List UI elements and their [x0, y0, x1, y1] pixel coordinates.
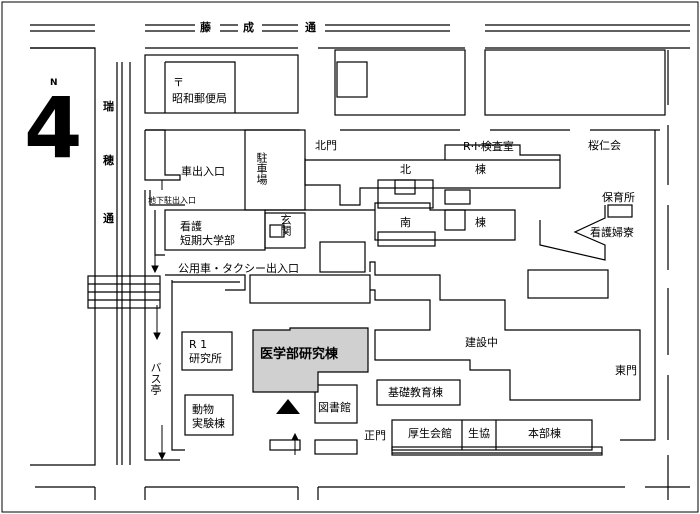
r1-lab-line-2: 研究所 [189, 352, 222, 365]
nurse-dorm-bldg [539, 205, 606, 261]
animal-lab-line-2: 実験棟 [192, 417, 225, 430]
post-office-mark: 〒 [173, 76, 184, 89]
north-wing-char-1: 北 [400, 163, 411, 176]
main-gate-label: 正門 [364, 429, 386, 442]
east-gate-label: 東門 [615, 364, 637, 377]
block-postoffice [144, 54, 299, 114]
current-location-marker [276, 399, 300, 414]
south-wing-char-1: 南 [400, 216, 411, 229]
block-mid-top [334, 49, 466, 116]
top-road [30, 24, 690, 49]
ounin-kai-label: 桜仁会 [588, 139, 621, 152]
bus-stop-label: バス亭 [149, 362, 162, 395]
construction-label: 建設中 [465, 336, 498, 349]
main-hospital [369, 261, 641, 401]
left-road-char-1: 瑞 [103, 100, 114, 113]
top-road-char-3: 通 [305, 21, 316, 34]
top-road-char-2: 成 [243, 21, 254, 34]
nursing-college-line-1: 看護 [180, 220, 202, 233]
block-right-top [484, 49, 666, 116]
parking-lot [244, 129, 306, 211]
left-block [30, 47, 96, 466]
south-wing [265, 202, 516, 241]
left-road-char-3: 通 [103, 212, 114, 225]
r1-lab-line-1: R 1 [189, 338, 208, 351]
left-road [87, 62, 161, 465]
parking-label: 駐車場 [255, 152, 268, 185]
car-exit-label: 車出入口 [181, 165, 225, 178]
nursing-college-line-2: 短期大学部 [180, 234, 235, 247]
north-wing [304, 144, 561, 206]
underground-entrance-label: 地下駐出入口 [148, 196, 196, 205]
entrance-hall-label: 玄関 [279, 214, 292, 236]
library-label: 図書館 [318, 401, 351, 414]
map-number: 4 [24, 79, 83, 177]
headquarters-label: 本部棟 [528, 427, 561, 440]
post-office-label: 昭和郵便局 [172, 92, 227, 105]
public-car-taxi-label: 公用車・タクシー出入口 [178, 262, 299, 275]
welfare-bldg [391, 419, 593, 451]
ri-lab-label: R·I·検査室 [463, 140, 514, 153]
basic-education-label: 基礎教育棟 [388, 386, 443, 399]
left-road-char-2: 穂 [103, 154, 114, 167]
library-bldg [314, 384, 358, 424]
r1-lab-bldg [181, 331, 233, 371]
north-wing-char-2: 棟 [475, 163, 486, 176]
bottom-road [35, 486, 690, 500]
south-wing-char-2: 棟 [475, 216, 486, 229]
animal-lab-bldg [184, 394, 234, 436]
nursery-label: 保育所 [602, 191, 635, 204]
med-research-label: 医学部研究棟 [260, 347, 339, 362]
coop-label: 生協 [468, 427, 490, 440]
animal-lab-line-1: 動物 [192, 403, 214, 416]
med-research-bldg [252, 327, 369, 393]
top-road-char-1: 藤 [200, 21, 211, 34]
nurse-dorm-label: 看護婦寮 [590, 226, 634, 239]
basic-edu-bldg [376, 379, 461, 406]
welfare-hall-label: 厚生会館 [408, 427, 452, 440]
campus-wall-left [144, 129, 181, 181]
north-indicator: N [50, 78, 58, 88]
north-gate-label: 北門 [315, 139, 337, 152]
